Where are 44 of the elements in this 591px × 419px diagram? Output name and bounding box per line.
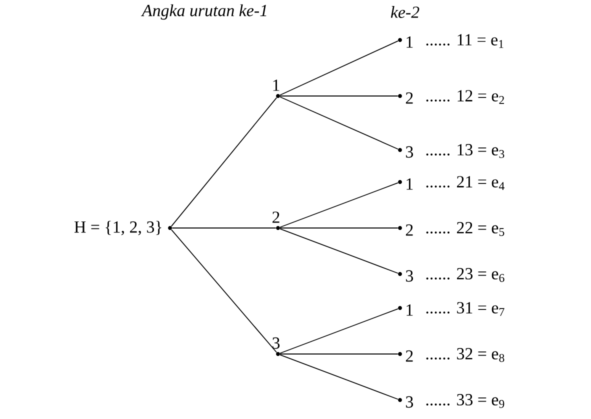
node-label: 2 bbox=[406, 224, 413, 236]
branch-line bbox=[280, 96, 398, 150]
outcome-label: ...... 31 = e$_{7}$ bbox=[426, 302, 504, 316]
branch-line bbox=[170, 97, 278, 227]
tree-point: 3 bbox=[398, 396, 414, 408]
node-label: 3 bbox=[406, 146, 414, 158]
tree-point: 2 bbox=[272, 212, 280, 230]
branch-line bbox=[280, 354, 398, 400]
tree-point: 1 bbox=[398, 36, 413, 48]
branch-line bbox=[280, 182, 398, 228]
tree-point: 3 bbox=[272, 337, 280, 356]
tree-point: 3 bbox=[398, 146, 414, 158]
column-heading: Angka urutan ke-1 bbox=[141, 4, 266, 20]
node-label: 1 bbox=[406, 36, 413, 48]
node-label: 3 bbox=[406, 396, 414, 408]
outcome-label: ...... 11 = e$_{1}$ bbox=[426, 34, 504, 48]
tree-point: 3 bbox=[398, 270, 414, 282]
tree-point: 1 bbox=[398, 178, 413, 190]
branch-line bbox=[280, 40, 398, 96]
node-label: 1 bbox=[406, 178, 413, 190]
outcome-label: ...... 32 = e$_{8}$ bbox=[426, 348, 504, 362]
branch-line bbox=[280, 228, 398, 274]
node-label: 1 bbox=[273, 80, 280, 91]
node-label: 2 bbox=[406, 92, 413, 104]
node-label: 2 bbox=[406, 350, 413, 362]
node-label: 2 bbox=[272, 212, 280, 223]
outcome-label: ...... 33 = e$_{9}$ bbox=[426, 394, 504, 408]
tree-point: H = {1, 2, 3} bbox=[74, 220, 172, 236]
branch-line bbox=[170, 229, 278, 353]
node-label: 3 bbox=[406, 270, 414, 282]
outcome-label: ...... 21 = e$_{4}$ bbox=[426, 176, 504, 190]
outcome-label: ...... 13 = e$_{3}$ bbox=[426, 144, 504, 158]
node-label: 1 bbox=[406, 304, 413, 316]
node-label: 3 bbox=[272, 337, 280, 349]
tree-point: 1 bbox=[273, 80, 280, 98]
outcome-label: ...... 23 = e$_{6}$ bbox=[426, 268, 504, 282]
tree-point: 1 bbox=[398, 304, 413, 316]
outcome-label: ...... 12 = e$_{2}$ bbox=[426, 90, 504, 104]
tree-point: 2 bbox=[398, 92, 413, 104]
outcome-label: ...... 22 = e$_{5}$ bbox=[426, 222, 504, 236]
column-heading: ke-2 bbox=[390, 6, 420, 18]
branch-line bbox=[280, 308, 398, 354]
tree-point: 2 bbox=[398, 350, 413, 362]
tree-point: 2 bbox=[398, 224, 413, 236]
